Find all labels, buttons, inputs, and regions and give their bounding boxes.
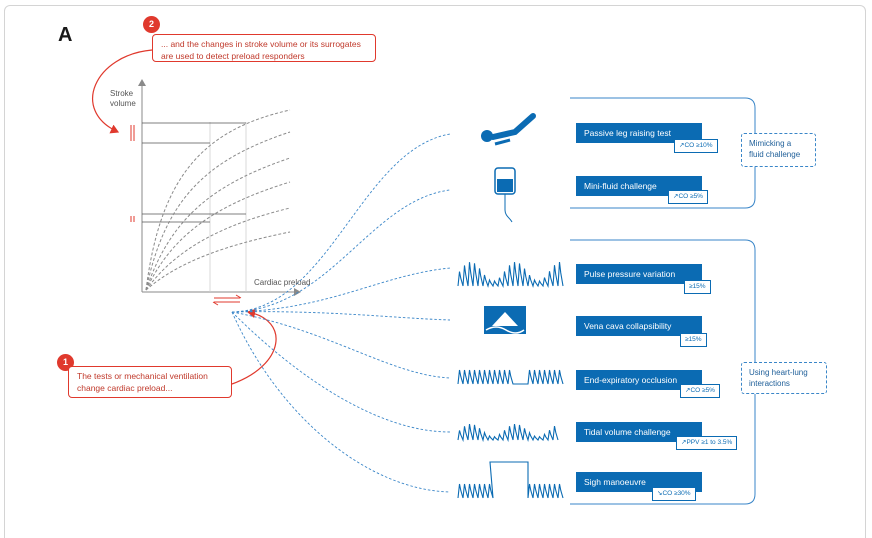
preload-change-arrows <box>212 294 242 306</box>
threshold-passive-leg-raising: ↗CO ≥10% <box>674 139 718 153</box>
threshold-mini-fluid-challenge: ↗CO ≥5% <box>668 190 708 204</box>
sv-change-markers <box>130 125 135 222</box>
tidal-waveform-icon <box>457 423 559 443</box>
patient-leg-raise-icon <box>481 113 536 146</box>
threshold-sigh-manoeuvre: ↘CO ≥30% <box>652 487 696 501</box>
pulse-waveform-icon <box>457 262 564 288</box>
callout-step-1: The tests or mechanical ventilation chan… <box>68 366 232 398</box>
test-pulse-pressure-variation: Pulse pressure variation <box>576 264 702 284</box>
ultrasound-vena-cava-icon <box>484 306 526 334</box>
threshold-tidal-volume-challenge: ↗PPV ≥1 to 3.5% <box>676 436 738 450</box>
threshold-vena-cava-collapsibility: ≥15% <box>680 333 707 347</box>
red-arrow-bottom <box>231 308 277 385</box>
red-arrow-top <box>92 49 153 134</box>
sigh-waveform-icon <box>457 461 564 499</box>
callout-step-2: ... and the changes in stroke volume or … <box>152 34 376 62</box>
reference-horizontals <box>142 122 246 223</box>
x-axis-label: Cardiac preload <box>254 278 311 287</box>
test-vena-cava-collapsibility: Vena cava collapsibility <box>576 316 702 336</box>
starling-plot <box>130 79 301 306</box>
y-axis-label: Stroke volume <box>110 89 136 108</box>
test-end-expiratory-occlusion: End-expiratory occlusion <box>576 370 702 390</box>
panel-letter: A <box>58 24 73 46</box>
step-2-badge: 2 <box>143 16 160 33</box>
test-connectors <box>231 133 451 493</box>
group-label-heart-lung: Using heart-lung interactions <box>741 362 827 394</box>
test-passive-leg-raising: Passive leg raising test <box>576 123 702 143</box>
fluid-bag-icon <box>494 167 516 223</box>
test-tidal-volume-challenge: Tidal volume challenge <box>576 422 702 442</box>
reference-verticals <box>209 122 247 292</box>
threshold-end-expiratory-occlusion: ↗CO ≥5% <box>680 384 720 398</box>
pause-waveform-icon <box>457 369 564 385</box>
threshold-pulse-pressure-variation: ≥15% <box>684 280 711 294</box>
starling-curves <box>145 109 291 291</box>
figure-frame <box>4 5 866 538</box>
group-label-fluid-challenge: Mimicking a fluid challenge <box>741 133 816 167</box>
